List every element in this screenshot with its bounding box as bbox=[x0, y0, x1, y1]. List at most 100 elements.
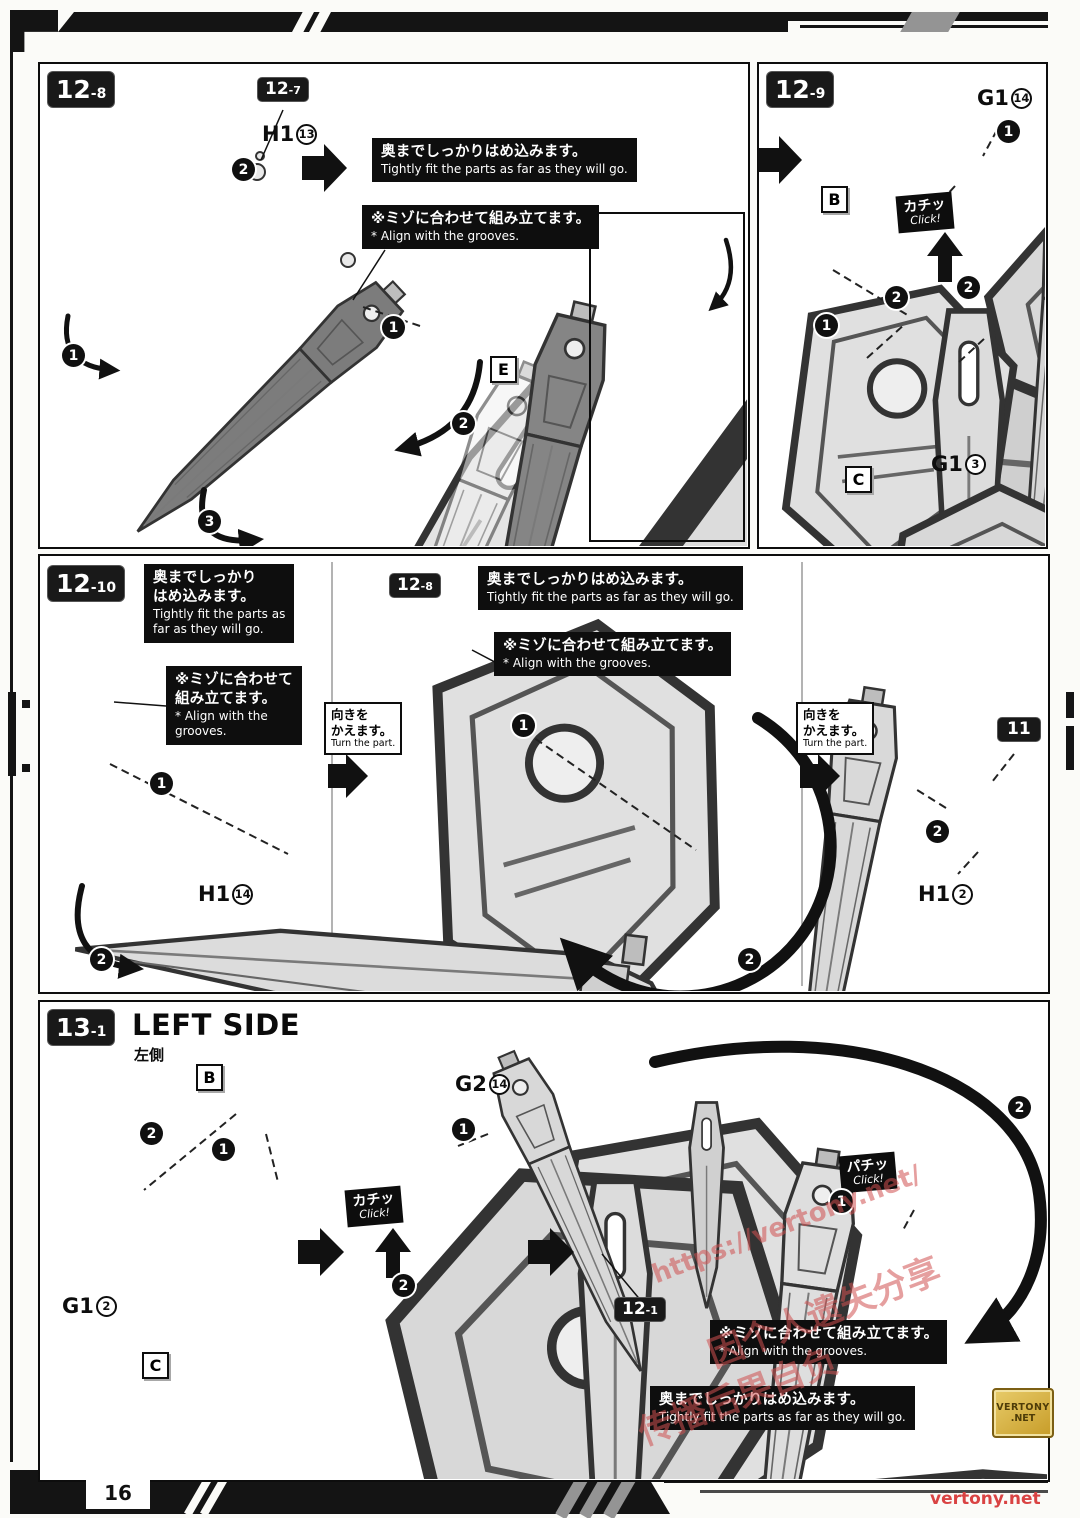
part-code: G1 bbox=[931, 452, 963, 476]
step-order-2: 2 bbox=[90, 948, 113, 971]
order-number: 1 bbox=[836, 1193, 847, 1210]
part-number-circle: 13 bbox=[296, 123, 318, 145]
assembly-guide-line bbox=[913, 787, 947, 809]
callout-text-en: Tightly fit the parts as bbox=[153, 606, 286, 621]
step-arrow-up-icon bbox=[375, 1228, 411, 1278]
step-order-1: 1 bbox=[62, 344, 85, 367]
step-arrow-icon bbox=[298, 1228, 344, 1276]
turn-text-en: Turn the part. bbox=[803, 738, 868, 750]
step-order-2: 2 bbox=[392, 1274, 415, 1297]
order-number: 3 bbox=[204, 513, 215, 530]
top-left-corner bbox=[10, 10, 58, 52]
step-substep: -9 bbox=[809, 86, 826, 102]
part-number-circle: 14 bbox=[488, 1073, 510, 1095]
panel-12-9-illustration bbox=[759, 129, 1045, 546]
part-code: G2 bbox=[455, 1072, 487, 1096]
callout-groove-multiline: ※ミゾに合わせて 組み立てます。 * Align with the groove… bbox=[166, 666, 302, 745]
gate-letter: B bbox=[203, 1068, 216, 1087]
callout-text-jp: ※ミゾに合わせて組み立てます。 bbox=[719, 1326, 939, 1342]
order-number: 2 bbox=[238, 161, 249, 178]
callout-text-en: Tightly fit the parts as far as they wil… bbox=[487, 589, 734, 604]
step-badge-12-10: 12-10 bbox=[48, 566, 125, 601]
step-badge-12-8: 12-8 bbox=[48, 72, 115, 107]
callout-text-jp: はめ込みます。 bbox=[153, 588, 256, 605]
order-number: 1 bbox=[518, 717, 529, 734]
gate-label-c: C bbox=[845, 466, 872, 493]
right-edge-mark bbox=[1066, 692, 1074, 718]
step-substep: -10 bbox=[90, 580, 117, 596]
callout-text-en: * Align with the grooves. bbox=[371, 228, 520, 243]
order-number: 1 bbox=[458, 1121, 469, 1138]
part-code: H1 bbox=[262, 122, 295, 146]
callout-text-en: grooves. bbox=[175, 724, 227, 739]
callout-text-en: * Align with the bbox=[175, 708, 268, 723]
step-substep: -8 bbox=[420, 580, 433, 593]
callout-text-en: * Align with the grooves. bbox=[503, 655, 652, 670]
click-sound-en: Click! bbox=[909, 211, 942, 228]
callout-pointer-line bbox=[352, 249, 386, 301]
order-number: 1 bbox=[156, 775, 167, 792]
assembly-guide-line bbox=[143, 1113, 237, 1191]
result-detail-box bbox=[589, 212, 745, 542]
callout-pointer-line bbox=[601, 1253, 643, 1303]
part-number-circle: 14 bbox=[1010, 87, 1032, 109]
callout-text-en: Tightly fit the parts as far as they wil… bbox=[659, 1409, 906, 1424]
top-bar-gray-slash bbox=[900, 12, 960, 32]
callout-text-en: far as they will go. bbox=[153, 622, 264, 637]
rotate-arrow-icon bbox=[394, 359, 483, 457]
assembly-guide-line bbox=[958, 337, 986, 363]
callout-text-jp: 奥までしっかりはめ込みます。 bbox=[487, 572, 693, 588]
gate-label-c: C bbox=[142, 1352, 169, 1379]
part-number-circle: 3 bbox=[964, 453, 986, 475]
dark-blade-part bbox=[117, 266, 420, 546]
gate-label-b: B bbox=[821, 186, 848, 213]
order-number: 1 bbox=[68, 347, 79, 364]
turn-part-note: 向きを かえます。 Turn the part. bbox=[796, 702, 875, 756]
ref-badge-11: 11 bbox=[998, 718, 1040, 741]
assembly-guide-line bbox=[991, 753, 1015, 783]
gate-label-b: B bbox=[196, 1064, 223, 1091]
order-number: 2 bbox=[932, 823, 943, 840]
assembly-guide-line bbox=[513, 723, 697, 851]
callout-fit: 奥までしっかりはめ込みます。 Tightly fit the parts as … bbox=[650, 1386, 915, 1431]
order-number: 2 bbox=[1014, 1099, 1025, 1116]
order-number: 2 bbox=[963, 279, 974, 296]
step-order-2: 2 bbox=[232, 158, 255, 181]
step-order-1: 1 bbox=[512, 714, 535, 737]
page-number-text: 16 bbox=[104, 1481, 132, 1505]
part-number-circle: 14 bbox=[232, 883, 254, 905]
turn-part-note: 向きを かえます。 Turn the part. bbox=[324, 702, 403, 756]
step-number: 12 bbox=[56, 75, 91, 104]
order-number: 2 bbox=[146, 1125, 157, 1142]
part-code: G1 bbox=[62, 1294, 94, 1318]
order-number: 1 bbox=[1003, 123, 1014, 140]
gate-label-e: E bbox=[490, 356, 517, 383]
badge-text: .NET bbox=[1010, 1413, 1036, 1424]
step-badge-12-9: 12-9 bbox=[767, 72, 834, 107]
assembly-guide-line bbox=[265, 1133, 279, 1183]
assembly-guide-line bbox=[901, 1209, 915, 1233]
assembly-guide-line bbox=[457, 1133, 489, 1147]
assembly-guide-line bbox=[866, 323, 906, 359]
step-number: 12 bbox=[622, 1299, 646, 1319]
callout-text-jp: 組み立てます。 bbox=[175, 690, 277, 707]
callout-text-jp: 奥までしっかりはめ込みます。 bbox=[659, 1392, 865, 1408]
step-order-2: 2 bbox=[140, 1122, 163, 1145]
callout-text-en: Tightly fit the parts as far as they wil… bbox=[381, 161, 628, 176]
step-order-2: 2 bbox=[738, 948, 761, 971]
step-order-1: 1 bbox=[150, 772, 173, 795]
step-order-1: 1 bbox=[452, 1118, 475, 1141]
left-edge-notch bbox=[22, 700, 30, 708]
panel-12-10-illustration bbox=[70, 562, 1047, 991]
order-number: 1 bbox=[218, 1141, 229, 1158]
step-number: 12 bbox=[265, 79, 289, 99]
step-arrow-icon bbox=[759, 136, 802, 184]
